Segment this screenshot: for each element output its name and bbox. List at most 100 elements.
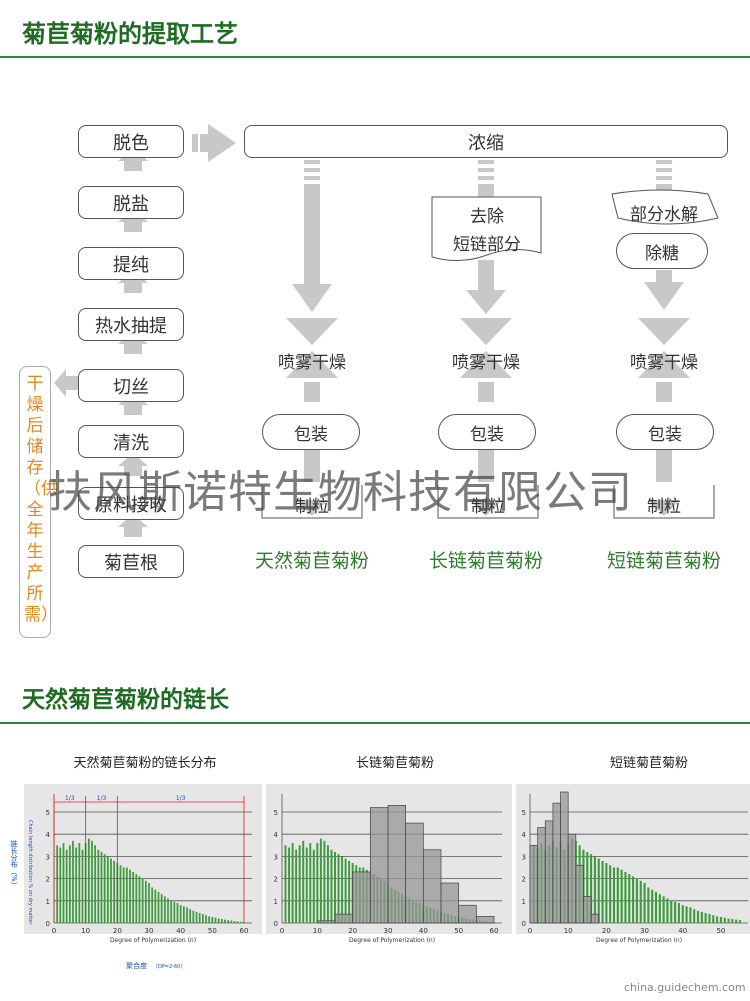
chart3-bar <box>612 867 616 923</box>
chart3-bar <box>616 867 619 923</box>
chart1-bar <box>113 860 116 923</box>
chart1-xtick: 40 <box>176 927 185 935</box>
chart1-bar <box>103 854 106 923</box>
chart1-bar <box>160 894 163 923</box>
chart2-xtick: 0 <box>280 927 284 935</box>
chart3-bar <box>700 911 703 923</box>
storage-note: 干燥后储存（供全年生产所需） <box>24 374 58 625</box>
chart3-ytick: 1 <box>522 898 526 906</box>
chart1-bar <box>239 921 242 923</box>
chart1-bar <box>195 911 198 923</box>
chart1-bar <box>230 920 233 923</box>
section2-rule <box>0 722 750 724</box>
chart3-bar <box>586 851 589 923</box>
chart1-xlabel-note: (DP=2-60) <box>156 964 182 970</box>
partial-hydrolysis-shape <box>611 189 719 225</box>
chart2-bar <box>319 838 322 923</box>
chart3-title: 短链菊苣菊粉 <box>609 756 688 771</box>
chart3-ytick: 2 <box>522 876 526 884</box>
chart2-bar <box>323 840 326 923</box>
chart3-bar <box>693 909 696 923</box>
chart1-ytick: 4 <box>46 831 51 839</box>
chart1-bar <box>144 880 147 923</box>
chart2-xtick: 30 <box>384 927 393 935</box>
chart3-bar <box>593 856 596 923</box>
chart3-ytick: 5 <box>522 809 526 817</box>
chart1-bar <box>110 858 112 923</box>
step-wash: 清洗 <box>78 425 184 458</box>
chart2-bar <box>316 920 336 924</box>
right-arrow <box>192 124 236 162</box>
chart3-bar <box>624 871 627 923</box>
chart3-bar <box>685 906 688 923</box>
chart1-xtick: 30 <box>145 927 154 935</box>
chart2-xtick: 60 <box>490 927 499 935</box>
step-desalt: 脱盐 <box>78 186 184 219</box>
chart3-bar <box>662 896 665 923</box>
chart1-bar <box>141 878 144 923</box>
chart1-bar <box>97 849 100 923</box>
chart3-bar <box>666 898 669 923</box>
chart1-bar <box>56 845 59 923</box>
chart3-bar <box>658 894 661 923</box>
chart2-bar <box>288 847 291 923</box>
chart3-bar <box>723 917 726 923</box>
chart1-bar <box>100 851 103 923</box>
chart2-ytick: 1 <box>274 898 278 906</box>
chart3-ytick: 3 <box>522 853 526 861</box>
chart3-bar <box>583 896 592 924</box>
chart1-bar <box>208 916 211 923</box>
chart1-bar <box>179 905 182 923</box>
remove-short-chain-line1: 去除 <box>470 207 504 227</box>
chart3-bar <box>689 907 692 923</box>
chart3-bar <box>643 883 646 923</box>
chart3-bar <box>654 891 658 923</box>
chart2-ytick: 3 <box>274 853 278 861</box>
chart1-bar <box>129 869 131 923</box>
package-2: 包装 <box>438 414 536 450</box>
chart3-bar <box>674 901 677 923</box>
spray-dry-3: 喷雾干燥 <box>630 353 698 373</box>
chart1-third-label: 1/3 <box>97 795 107 802</box>
step-hot-water-extract: 热水抽提 <box>78 308 184 341</box>
chart1-bar <box>186 907 188 923</box>
remove-short-chain-line2: 短链部分 <box>453 235 521 255</box>
chart1-ytick: 3 <box>46 853 50 861</box>
section2-title: 天然菊苣菊粉的链长 <box>22 687 229 713</box>
chart1-bar <box>154 889 157 923</box>
chart2-bar <box>369 807 389 924</box>
chart1-bar <box>233 921 236 923</box>
chart3-xtick: 40 <box>678 927 687 935</box>
chart1-bar <box>220 919 223 923</box>
chart1-bar <box>91 840 93 923</box>
package-3: 包装 <box>616 414 714 450</box>
chart1-title: 天然菊苣菊粉的链长分布 <box>73 756 217 771</box>
chart1-bar <box>211 917 214 923</box>
chart2-bar <box>330 849 333 923</box>
partial-hydrolysis-label: 部分水解 <box>630 205 698 225</box>
chart3-bar <box>677 903 680 923</box>
step-remove-sugar: 除糖 <box>616 233 708 269</box>
chart3-bar <box>727 918 730 923</box>
chart1-bar <box>78 843 81 923</box>
step-decolor: 脱色 <box>78 125 184 158</box>
chart3-bar <box>529 844 538 924</box>
step-shred: 切丝 <box>78 369 184 402</box>
chart3-bar <box>647 887 650 923</box>
chart1-bar <box>217 918 220 923</box>
chart2-bar <box>295 849 298 923</box>
chart3-bar <box>696 910 700 923</box>
chart1-bar <box>173 901 176 923</box>
chart2-ytick: 5 <box>274 809 278 817</box>
chart1-bar <box>214 917 217 923</box>
chart2-bar <box>316 843 319 923</box>
chart1-third-label: 1/3 <box>176 795 186 802</box>
chart3-bar <box>567 833 577 924</box>
chart3-bar <box>738 920 742 923</box>
chart1-ylabel-cn: 链长分布（%） <box>10 839 18 888</box>
chart1-bar <box>227 920 230 923</box>
chart3-bar <box>670 900 673 923</box>
chart1-bar <box>176 903 179 923</box>
chart1-bar <box>224 919 226 923</box>
